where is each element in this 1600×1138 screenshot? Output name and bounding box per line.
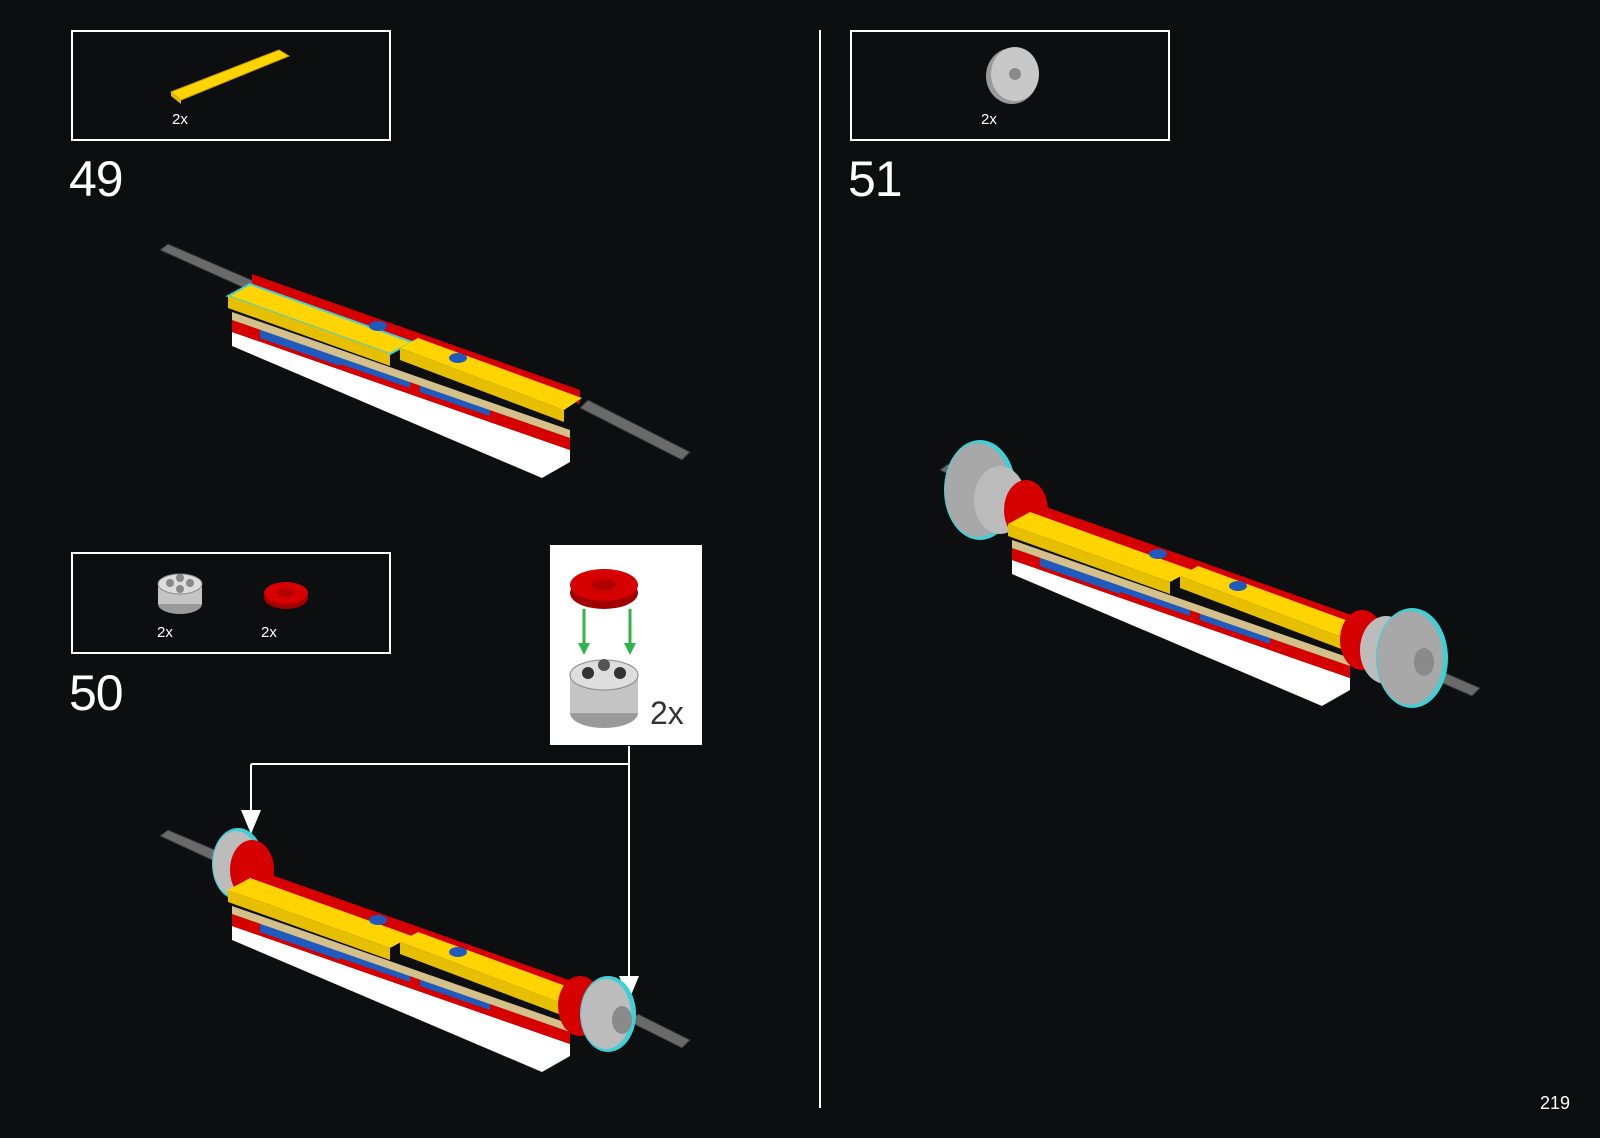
beam-assembly-illustration	[940, 440, 1490, 720]
step-number: 51	[848, 150, 902, 208]
red-round-tile-icon	[261, 578, 311, 612]
parts-box-step-51: 2x	[850, 30, 1170, 141]
parts-box-step-50: 2x 2x	[71, 552, 391, 654]
beam-assembly-illustration	[160, 826, 710, 1086]
parts-box-step-49: 2x	[71, 30, 391, 141]
part-qty: 2x	[261, 624, 277, 641]
callout-qty: 2x	[650, 695, 684, 732]
red-round-tile-icon	[568, 563, 640, 613]
page-divider	[819, 30, 821, 1108]
part-qty: 2x	[157, 624, 173, 641]
step-number: 50	[69, 664, 123, 722]
beam-assembly-illustration	[160, 240, 710, 490]
step-number: 49	[69, 150, 123, 208]
page-number: 219	[1540, 1093, 1570, 1114]
part-qty: 2x	[172, 111, 188, 128]
gray-wheel-disc-icon	[982, 46, 1042, 106]
green-arrow-icon	[578, 609, 638, 659]
part-qty: 2x	[981, 111, 997, 128]
yellow-tile-icon	[171, 50, 291, 110]
sub-assembly-callout: 2x	[550, 545, 702, 745]
gray-round-brick-icon	[155, 568, 205, 618]
gray-round-brick-icon	[568, 653, 640, 731]
